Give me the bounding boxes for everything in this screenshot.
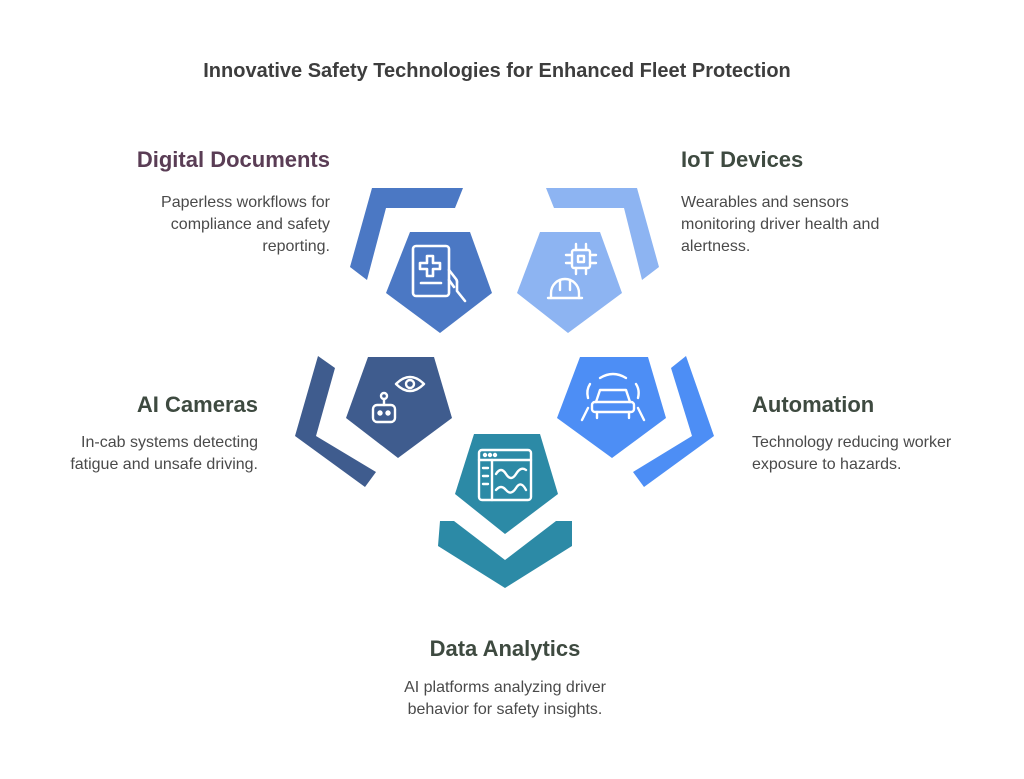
data-analytics-desc: AI platforms analyzing driver behavior f… — [355, 677, 655, 721]
page-title: Innovative Safety Technologies for Enhan… — [203, 60, 791, 82]
desc-line: Paperless workflows for — [161, 194, 330, 211]
desc-line: fatigue and unsafe driving. — [70, 456, 258, 473]
ai-cameras-desc: In-cab systems detecting fatigue and uns… — [20, 432, 258, 476]
tablet-medical-icon — [411, 244, 467, 303]
desc-line: exposure to hazards. — [752, 456, 902, 473]
digital-documents-desc: Paperless workflows for compliance and s… — [60, 192, 330, 258]
iot-devices-chevron — [546, 188, 659, 280]
data-analytics-chevron — [438, 521, 572, 588]
automation-label: Automation — [752, 392, 875, 417]
dashboard-chart-icon — [477, 448, 533, 502]
autonomous-car-icon — [580, 372, 646, 422]
digital-documents-chevron — [350, 188, 463, 280]
automation-chevron — [633, 356, 714, 487]
ai-cameras-chevron — [295, 356, 376, 487]
desc-line: monitoring driver health and — [681, 216, 880, 233]
ai-cameras-segment — [295, 356, 452, 487]
digital-documents-label: Digital Documents — [136, 147, 330, 172]
desc-line: In-cab systems detecting — [81, 434, 258, 451]
ai-cameras-pentagon — [346, 357, 452, 458]
desc-line: behavior for safety insights. — [407, 701, 603, 718]
data-analytics-label: Data Analytics — [429, 636, 581, 661]
chip-helmet-icon — [546, 242, 598, 300]
desc-line: alertness. — [681, 238, 751, 255]
desc-line: Technology reducing worker — [752, 434, 952, 451]
iot-devices-label: IoT Devices — [681, 147, 804, 172]
data-analytics-segment — [438, 434, 572, 588]
automation-pentagon — [557, 357, 666, 458]
ai-cameras-label: AI Cameras — [136, 392, 258, 417]
desc-line: reporting. — [262, 238, 330, 255]
automation-segment — [557, 356, 714, 487]
desc-line: AI platforms analyzing driver — [404, 679, 606, 696]
iot-devices-desc: Wearables and sensors monitoring driver … — [681, 192, 981, 258]
digital-documents-segment — [350, 188, 492, 333]
robot-eye-icon — [371, 375, 426, 424]
desc-line: compliance and safety — [170, 216, 330, 233]
desc-line: Wearables and sensors — [681, 194, 849, 211]
automation-desc: Technology reducing worker exposure to h… — [752, 432, 1012, 476]
iot-devices-segment — [517, 188, 659, 333]
